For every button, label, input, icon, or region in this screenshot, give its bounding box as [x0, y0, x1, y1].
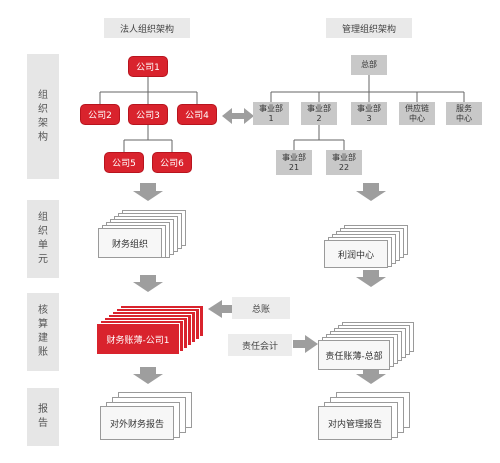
section-char: 单	[38, 240, 48, 251]
responsibility-book-stack: 责任账薄-总部	[318, 322, 418, 370]
section-char: 告	[38, 418, 48, 429]
service-center-node: 服务 中心	[446, 102, 482, 125]
down-arrow	[133, 183, 163, 201]
section-char: 元	[38, 254, 48, 265]
double-arrow	[222, 108, 254, 124]
company-3-node: 公司3	[128, 104, 168, 125]
node-label-line: 1	[268, 113, 274, 123]
node-label-line: 2	[316, 113, 322, 123]
company-book-label: 财务账薄-公司1	[96, 323, 180, 355]
company-6-node: 公司6	[152, 152, 192, 173]
node-label-line: 22	[338, 162, 350, 172]
section-org-structure: 组 织 架 构	[27, 54, 59, 179]
down-arrow	[133, 275, 163, 292]
business-unit-2-node: 事业部 2	[301, 102, 337, 125]
business-unit-3-node: 事业部 3	[351, 102, 387, 125]
external-report-label: 对外财务报告	[100, 406, 174, 440]
section-char: 账	[38, 347, 48, 358]
node-label-line: 21	[288, 162, 300, 172]
general-ledger-box: 总账	[232, 297, 290, 319]
node-label-line: 中心	[409, 113, 425, 123]
management-structure-header: 管理组织架构	[326, 18, 412, 38]
section-char: 组	[38, 212, 48, 223]
company-1-node: 公司1	[128, 56, 168, 77]
section-report: 报 告	[27, 388, 59, 446]
profit-center-stack: 利润中心	[320, 225, 410, 270]
node-label-line: 供应链	[405, 103, 429, 113]
business-unit-1-node: 事业部 1	[253, 102, 289, 125]
business-unit-22-node: 事业部 22	[326, 150, 362, 175]
external-report-stack: 对外财务报告	[100, 392, 196, 442]
section-char: 架	[38, 117, 48, 129]
section-char: 组	[38, 89, 48, 101]
internal-report-stack: 对内管理报告	[318, 392, 414, 442]
down-arrow	[133, 367, 163, 384]
company-5-node: 公司5	[104, 152, 144, 173]
node-label-line: 3	[366, 113, 372, 123]
node-label-line: 事业部	[307, 103, 331, 113]
section-char: 构	[38, 131, 48, 143]
legal-structure-header: 法人组织架构	[104, 18, 190, 38]
section-char: 织	[38, 103, 48, 115]
node-label-line: 事业部	[259, 103, 283, 113]
company-book-stack: 财务账薄-公司1	[96, 305, 208, 357]
section-char: 核	[38, 305, 48, 316]
supply-chain-center-node: 供应链 中心	[399, 102, 435, 125]
node-label-line: 事业部	[282, 152, 306, 162]
node-label-line: 事业部	[332, 152, 356, 162]
section-char: 报	[38, 404, 48, 415]
section-org-unit: 组 织 单 元	[27, 200, 59, 278]
left-arrow	[208, 300, 232, 318]
responsibility-accounting-box: 责任会计	[228, 334, 292, 356]
business-unit-21-node: 事业部 21	[276, 150, 312, 175]
finance-org-stack: 财务组织	[98, 210, 188, 258]
node-label-line: 服务	[456, 103, 472, 113]
responsibility-book-label: 责任账薄-总部	[318, 340, 390, 370]
company-2-node: 公司2	[80, 104, 120, 125]
finance-org-label: 财务组织	[98, 228, 162, 258]
company-4-node: 公司4	[177, 104, 217, 125]
internal-report-label: 对内管理报告	[318, 406, 392, 440]
section-char: 建	[38, 333, 48, 344]
node-label-line: 中心	[456, 113, 472, 123]
down-arrow	[356, 183, 386, 201]
section-accounting: 核 算 建 账	[27, 293, 59, 371]
down-arrow	[356, 367, 386, 384]
headquarters-node: 总部	[351, 55, 387, 75]
down-arrow	[356, 270, 386, 287]
section-char: 算	[38, 319, 48, 330]
profit-center-label: 利润中心	[324, 240, 388, 268]
right-arrow	[293, 335, 318, 353]
node-label-line: 事业部	[357, 103, 381, 113]
section-char: 织	[38, 226, 48, 237]
